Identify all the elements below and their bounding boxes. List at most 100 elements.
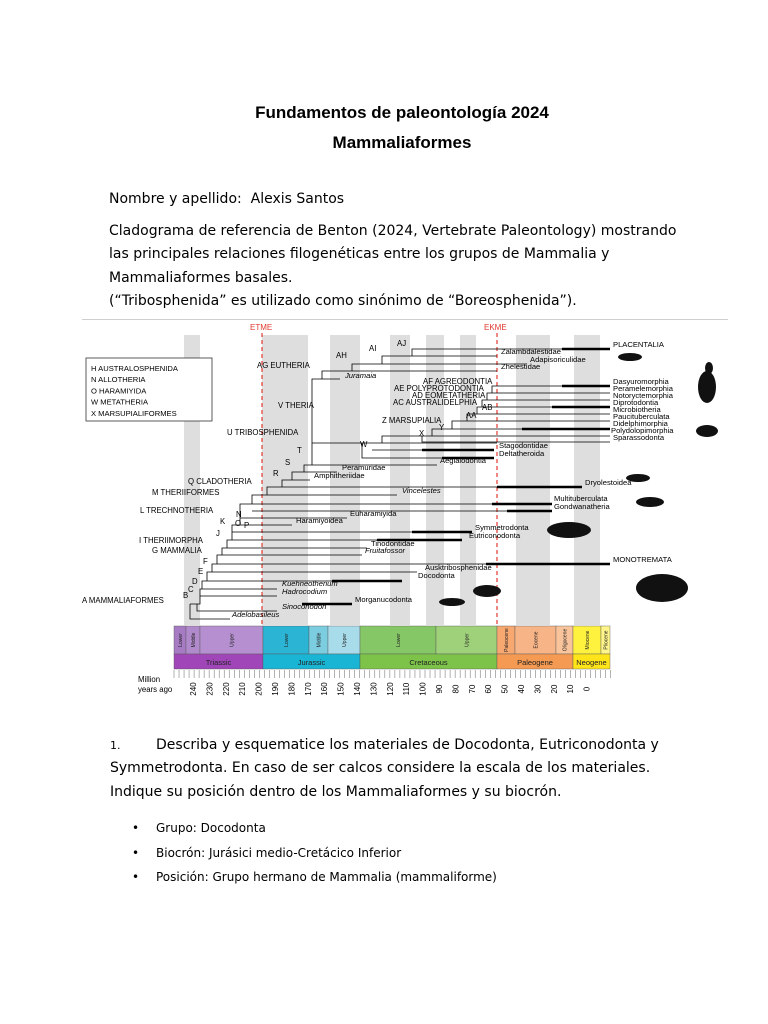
epoch-label: Lower	[178, 633, 184, 647]
epoch-label: Paleocene	[504, 628, 510, 652]
taxon-label: Morganucodonta	[355, 595, 413, 604]
axis-tick-label: 30	[533, 684, 542, 693]
epoch-cell	[262, 625, 310, 655]
axis-tick-label: 90	[435, 684, 444, 693]
clade-label: C	[188, 585, 194, 594]
epoch-label: Upper	[342, 633, 348, 647]
taxon-label: Zhelestidae	[501, 362, 540, 371]
legend-box	[85, 357, 213, 422]
taxon-label: Gondwanatheria	[554, 502, 611, 511]
axis-tick-label: 120	[386, 682, 395, 696]
answer-item: • Biocrón: Jurásici medio-Cretácico Infer…	[132, 841, 497, 866]
taxon-label: Haramiyoidea	[296, 516, 344, 525]
stage-band	[516, 335, 550, 625]
bullet-icon: •	[132, 845, 140, 860]
epoch-label: Upper	[465, 633, 471, 647]
axis-tick-label: 140	[353, 682, 362, 696]
epoch-label: Middle	[317, 632, 323, 647]
taxon-label: Ausktribosphenidae	[425, 563, 492, 572]
answer-text: Posición: Grupo hermano de Mammalia (mam…	[156, 870, 497, 885]
clade-label: J	[216, 529, 220, 538]
student-name-label: Nombre y apellido:	[109, 191, 242, 207]
branch	[481, 399, 610, 407]
axis-tick-label: 210	[238, 682, 247, 696]
document-title: Fundamentos de paleontología 2024	[255, 103, 549, 122]
axis-tick-label: 190	[271, 682, 280, 696]
intro-line: las principales relaciones filogenéticas…	[109, 246, 610, 263]
axis-tick-label: 180	[287, 682, 296, 696]
axis-title-line: Million	[138, 675, 160, 684]
clade-label: AA	[466, 411, 477, 420]
taxon-label: Symmetrodonta	[475, 523, 529, 532]
clade-label: AF AGREODONTIA	[423, 377, 493, 386]
taxon-label: Sinoconodon	[282, 602, 326, 611]
clade-label: I THERIIMORPHA	[139, 536, 204, 545]
monotreme-silhouette	[636, 574, 688, 602]
clade-label: F	[203, 557, 208, 566]
branch	[190, 603, 277, 612]
epoch-label: Lower	[396, 633, 402, 647]
animal-silhouettes	[439, 353, 718, 606]
kangaroo-silhouette	[698, 371, 716, 403]
branch	[321, 370, 497, 379]
taxon-label: Juramaia	[344, 371, 376, 380]
taxon-label: Hadrocodium	[282, 587, 327, 596]
axis-tick-label: 130	[369, 682, 378, 696]
period-label: Paleogene	[517, 658, 553, 667]
taxon-label: Deltatheroida	[499, 449, 545, 458]
taxon-labels: PLACENTALIAZalambdalestidaeAdapisoriculi…	[231, 340, 674, 619]
taxon-label: Adapisoriculidae	[530, 355, 586, 364]
branch	[421, 436, 610, 443]
axis-tick-label: 230	[205, 682, 214, 696]
clade-label: X	[419, 429, 425, 438]
intro-line: (“Tribosphenida” es utilizado como sinón…	[109, 292, 577, 309]
taxon-label: Eutriconodonta	[469, 531, 521, 540]
stage-band	[390, 335, 410, 625]
taxon-label: PLACENTALIA	[613, 340, 665, 349]
taxon-label: Peramelemorphia	[613, 384, 674, 393]
axis-tick-label: 40	[517, 684, 526, 693]
axis-tick-label: 110	[402, 682, 411, 695]
branch	[199, 588, 277, 596]
clade-label: T	[297, 446, 302, 455]
docodont-silhouette	[473, 585, 501, 597]
question-line: Symmetrodonta. En caso de ser calcos con…	[110, 760, 651, 777]
taxon-label: Kuehneotherium	[282, 579, 338, 588]
branch	[211, 563, 610, 572]
axis-tick-label: 220	[222, 682, 231, 696]
etme-label: ETME	[250, 323, 272, 332]
question-line: Indique su posición dentro de los Mammal…	[110, 783, 562, 800]
taxon-label: Adelobasileus	[231, 610, 279, 619]
answer-text: Biocrón: Jurásici medio-Cretácico Inferi…	[156, 845, 402, 860]
axis-tick-label: 200	[255, 682, 264, 696]
taxon-label: Vincelestes	[402, 486, 441, 495]
clade-label: B	[183, 591, 188, 600]
clade-label: O	[235, 519, 241, 528]
branch	[266, 486, 582, 495]
epoch-cell	[435, 625, 498, 655]
legend-item: O HARAMIYIDA	[91, 386, 147, 395]
axis-tick-label: 50	[501, 684, 510, 693]
branch	[251, 494, 397, 504]
clade-label: P	[244, 521, 249, 530]
range-bars	[302, 347, 610, 606]
clade-label: L TRECHNOTHERIA	[140, 506, 214, 515]
multituberculate-silhouette	[636, 497, 664, 507]
legend-item: N ALLOTHERIA	[91, 375, 146, 384]
axis-title-line: years ago	[138, 685, 173, 694]
taxon-label: Didelphimorphia	[613, 419, 669, 428]
axis-tick-label: 60	[484, 684, 493, 693]
branch	[231, 524, 292, 532]
taxon-label: Stagodontidae	[499, 441, 548, 450]
period-cell	[572, 653, 611, 670]
epoch-label: Miocene	[585, 630, 591, 649]
clade-label: AC AUSTRALIDELPHIA	[393, 398, 478, 407]
clade-label: AH	[336, 351, 347, 360]
axis-tick-label: 160	[320, 682, 329, 696]
clade-label: R	[273, 469, 279, 478]
answer-text: Grupo: Docodonta	[156, 821, 266, 836]
clade-label: AG EUTHERIA	[257, 361, 311, 370]
question-1: 1.Describa y esquematice los materiales …	[110, 734, 690, 804]
